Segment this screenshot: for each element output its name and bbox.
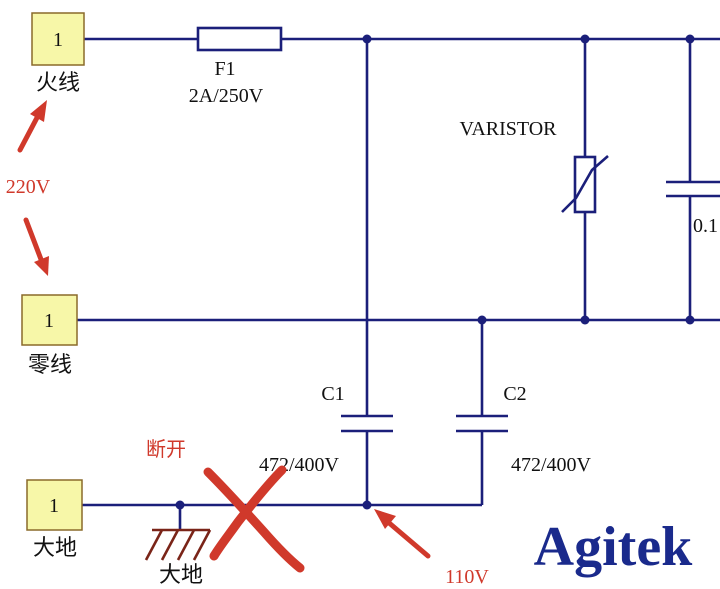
- junction-dot: [362, 500, 372, 510]
- fuse-ref-label: F1: [214, 58, 235, 80]
- live-wire-label: 火线: [36, 71, 80, 96]
- connector-live: [31, 12, 85, 66]
- c2-value-label: 472/400V: [511, 454, 592, 476]
- varistor-label: VARISTOR: [459, 118, 557, 140]
- connector-pin-label: 1: [53, 29, 63, 51]
- agitek-logo: Agitek: [534, 516, 694, 578]
- components: [196, 26, 720, 433]
- earth-wire-label: 大地: [33, 536, 77, 561]
- junction-dot: [175, 500, 185, 510]
- earth-ground-symbol: [144, 528, 212, 561]
- connectors: [21, 12, 85, 531]
- junction-dot: [477, 315, 487, 325]
- connector-pin-label: 1: [49, 495, 59, 517]
- junction-dot: [580, 315, 590, 325]
- junction-dot: [362, 34, 372, 44]
- connector-pin-label: 1: [44, 310, 54, 332]
- junctions: [175, 34, 695, 510]
- arrow-icon: [374, 509, 431, 559]
- voltage-110-label: 110V: [445, 566, 489, 588]
- connector-neutral: [21, 294, 78, 346]
- arrow-icon: [23, 217, 49, 276]
- c1-ref-label: C1: [321, 383, 344, 405]
- cross-mark-icon: [203, 465, 305, 573]
- fuse-rating-label: 2A/250V: [189, 85, 264, 107]
- junction-dot: [580, 34, 590, 44]
- c2-ref-label: C2: [503, 383, 526, 405]
- cap-right-value-label: 0.1: [693, 215, 718, 237]
- junction-dot: [685, 34, 695, 44]
- fuse-body: [196, 26, 283, 52]
- wires: [77, 37, 720, 530]
- chinese-labels: 火线 零线 大地 大地: [28, 71, 203, 588]
- labels: 1 1 1 F1 2A/250V VARISTOR C1 C2 472/400V…: [44, 29, 718, 517]
- c1-value-label: 472/400V: [259, 454, 340, 476]
- arrow-icon: [17, 100, 47, 153]
- connector-earth: [26, 479, 83, 531]
- varistor-slash: [561, 155, 609, 213]
- neutral-wire-label: 零线: [28, 353, 72, 378]
- voltage-220-label: 220V: [6, 176, 51, 198]
- annotations: 220V 110V 断开: [6, 100, 489, 588]
- earth-symbol-label: 大地: [159, 563, 203, 588]
- disconnect-label: 断开: [146, 437, 186, 461]
- junction-dot: [685, 315, 695, 325]
